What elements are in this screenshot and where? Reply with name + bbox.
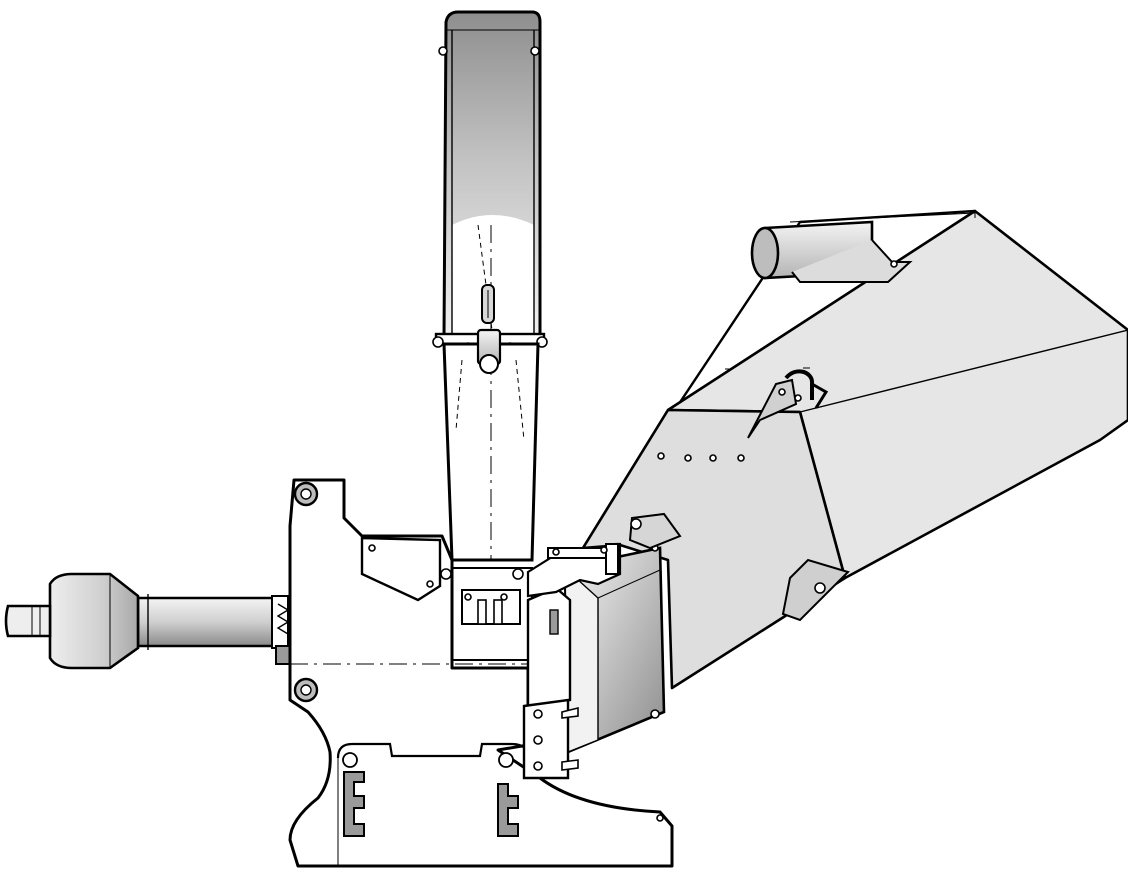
hopper-roller <box>750 220 913 283</box>
hopper-latch-bracket <box>747 369 829 439</box>
hopper-bolt-row <box>657 452 745 462</box>
pto-spline-stub <box>4 604 52 638</box>
base-clamp-right <box>497 752 519 837</box>
pto-yoke-cup <box>48 572 140 670</box>
pto-shaft-tube <box>136 596 282 648</box>
infeed-hopper <box>581 209 1128 690</box>
lifting-boss-lower <box>293 677 319 703</box>
feed-mount-flange <box>522 586 579 780</box>
chute-deflector-handle <box>476 284 502 374</box>
pto-drive-shaft <box>4 572 291 670</box>
base-clamp-left <box>342 752 365 837</box>
discharge-chute <box>432 10 548 562</box>
feed-linkage-bracket <box>526 512 682 598</box>
lifting-boss-upper <box>293 481 319 507</box>
chute-base-bracket <box>461 589 521 625</box>
chipper-housing <box>288 478 674 868</box>
chute-lower-tube <box>442 342 540 562</box>
housing-mount-plate <box>360 536 442 602</box>
